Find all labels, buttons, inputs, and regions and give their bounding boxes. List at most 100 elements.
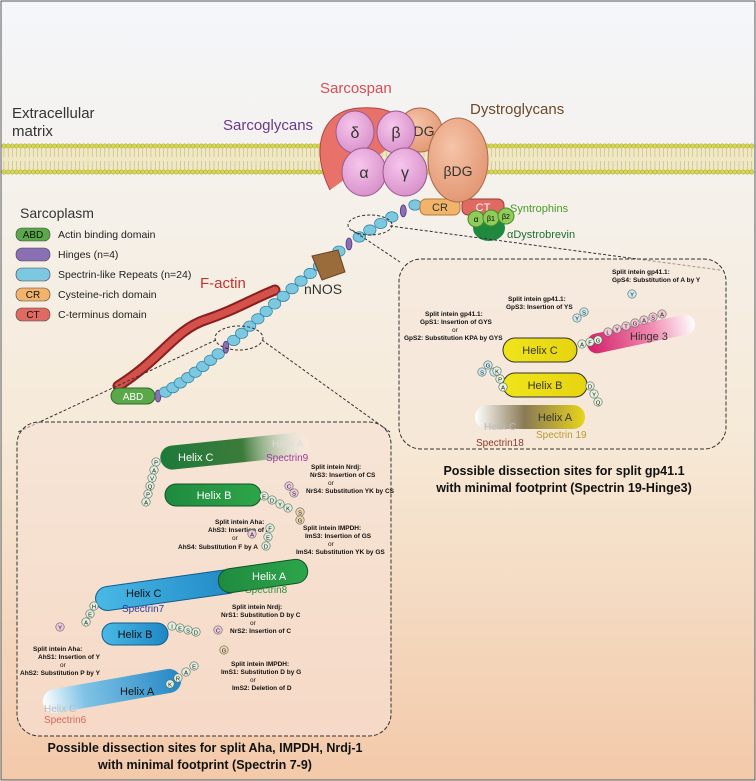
ahs2-line: AhS2: Substitution P by Y — [20, 670, 101, 677]
spectrin-repeat-bead — [259, 305, 273, 317]
nrs1-line: NrS1: Substitution D by C — [221, 612, 301, 619]
beta-label: β — [391, 125, 400, 142]
zoom-circle-right — [347, 214, 393, 236]
lp-loop6-residue-letter: K — [168, 682, 172, 688]
syntrophin-beta2-label: β2 — [502, 214, 510, 221]
ahs3-line: AhS3: Insertion of A — [208, 527, 271, 534]
spectrin-repeat-bead — [408, 199, 422, 211]
spectrin-repeat-bead — [211, 348, 225, 360]
delta-label: δ — [351, 125, 360, 142]
legend-label-1: Hinges (n=4) — [58, 249, 118, 261]
nnos-label: nNOS — [304, 281, 342, 297]
nr-insert-s-letter: S — [292, 491, 296, 497]
legend-swatch-0 — [15, 227, 51, 242]
spectrin-repeat-bead — [235, 327, 249, 339]
rp-helix-c-label: Helix C — [522, 345, 558, 357]
rp-helix-c — [502, 337, 578, 363]
rp-loop2-residue — [593, 397, 603, 407]
gp-insert-g-letter: G — [486, 363, 491, 369]
aha-annotations: Split intein Nrdj: NrS3: Insertion of CS… — [20, 464, 395, 692]
rp-hinge-residue — [648, 312, 658, 322]
aha-caption-2: with minimal footprint (Spectrin 7-9) — [97, 758, 312, 772]
rp-loop2-residue-letter: Y — [592, 392, 596, 398]
spectrin-repeat-bead — [303, 267, 317, 280]
rp-loop2-residue — [589, 389, 599, 399]
zoom-line-left-a — [17, 339, 217, 433]
legend-key-0: ABD — [23, 230, 44, 241]
legend-swatch-1 — [15, 247, 51, 262]
lp-helix-c-top — [160, 432, 310, 470]
lp-yk-residue — [267, 495, 277, 505]
rp-helix-b-label: Helix B — [528, 380, 563, 392]
spectrin-repeat-bead — [294, 275, 308, 287]
aha-or-2: or — [60, 662, 67, 669]
ims4-line: ImS4: Substitution YK by GS — [296, 549, 385, 556]
rp-hinge-residue — [657, 309, 667, 319]
impdh-low-title: Split intein IMPDH: — [231, 661, 289, 668]
im-insert-g2-letter: G — [222, 648, 227, 654]
rp-hinge-residue — [630, 318, 640, 328]
rp-loop2-residue-letter: D — [588, 384, 592, 390]
lp-loop6-residue-letter: E — [192, 664, 196, 670]
syntrophins-label: Syntrophins — [510, 203, 569, 215]
beta-dg-label: βDG — [443, 163, 472, 179]
rp-hinge-residue-letter: A — [660, 312, 664, 318]
spectrin-repeat-bead — [352, 231, 366, 243]
gp41-or: or — [452, 327, 459, 334]
dystrobrevin-label: αDystrobrevin — [507, 229, 575, 241]
gp41-s4-title: Split intein gp41.1: — [612, 269, 670, 276]
nrs3-line: NrS3: Insertion of CS — [310, 472, 376, 479]
beta-dg-shape — [427, 117, 489, 203]
zoom-line-left-b — [261, 339, 391, 433]
lp-loop8-residue — [263, 532, 273, 542]
lp-loop9-residue-letter: Q — [148, 484, 153, 490]
lp-loop7-residue-letter: H — [92, 604, 96, 610]
nrdj-low-title: Split intein Nrdj: — [232, 604, 282, 611]
lp-yk-residue — [275, 499, 285, 509]
sarcoglycans-label: Sarcoglycans — [223, 117, 313, 134]
gamma-label: γ — [401, 165, 409, 182]
spectrin-repeat-bead — [385, 211, 399, 223]
sarcospan-label: Sarcospan — [320, 80, 392, 97]
syntrophin-beta1-label: β1 — [487, 216, 495, 223]
lp-spectrin7: Spectrin7 — [122, 604, 165, 615]
lp-loop6-residue — [181, 667, 191, 677]
nr-or-2: or — [250, 620, 257, 627]
f-actin-label: F-actin — [200, 275, 246, 292]
rp-hinge-residue — [639, 315, 649, 325]
lp-loop9-residue-letter: A — [152, 468, 156, 474]
ims1-line: ImS1: Substitution D by G — [221, 669, 301, 676]
rp-helix-a-label: Helix A — [538, 412, 573, 424]
nr-insert-c2 — [213, 625, 223, 635]
rp-loop1-residue — [492, 366, 502, 376]
lp-loop76-residue-letter: S — [186, 628, 190, 634]
rp-helix-a — [475, 405, 585, 429]
aha-insert-a — [247, 529, 257, 539]
rp-hinge-residue-letter: Y — [615, 327, 619, 333]
rp-loop2-residue — [585, 381, 595, 391]
lp-loop76-residue — [191, 627, 201, 637]
nr-insert-s — [289, 488, 299, 498]
legend-swatch-4 — [15, 307, 51, 322]
lp-helix-c-mid-label: Helix C — [126, 588, 162, 600]
lp-loop76-residue-letter: D — [194, 630, 198, 636]
lp-loop76-residue-letter: E — [178, 626, 182, 632]
nrs4-line: NrS4: Substitution YK by CS — [306, 488, 395, 495]
rp-helix-c-faded: Helix C — [484, 422, 516, 433]
gp-insert-y3-letter: Y — [575, 316, 579, 322]
gamma-sg-shape — [382, 147, 428, 197]
aha-insert-a-letter: A — [250, 532, 254, 538]
lp-spectrin8: Spectrin8 — [245, 585, 288, 596]
abd-label: ABD — [123, 392, 144, 403]
lp-helix-a-low — [42, 668, 182, 714]
rp-loop1-residue-letter: A — [501, 385, 505, 391]
lp-loop9-residue-letter: P — [146, 492, 150, 498]
lp-helix-a-faded: Helix A — [272, 439, 303, 450]
gp41-caption-2: with minimal footprint (Spectrin 19-Hing… — [435, 481, 692, 495]
gp41-s3-title: Split intein gp41.1: — [508, 296, 566, 303]
impdh-top-title: Split intein IMPDH: — [303, 525, 361, 532]
nr-insert-c2-letter: C — [216, 628, 220, 634]
gp41-s1-line: GpS1: Insertion of GYS — [420, 319, 493, 326]
lp-loop9-residue-letter: P — [154, 460, 158, 466]
